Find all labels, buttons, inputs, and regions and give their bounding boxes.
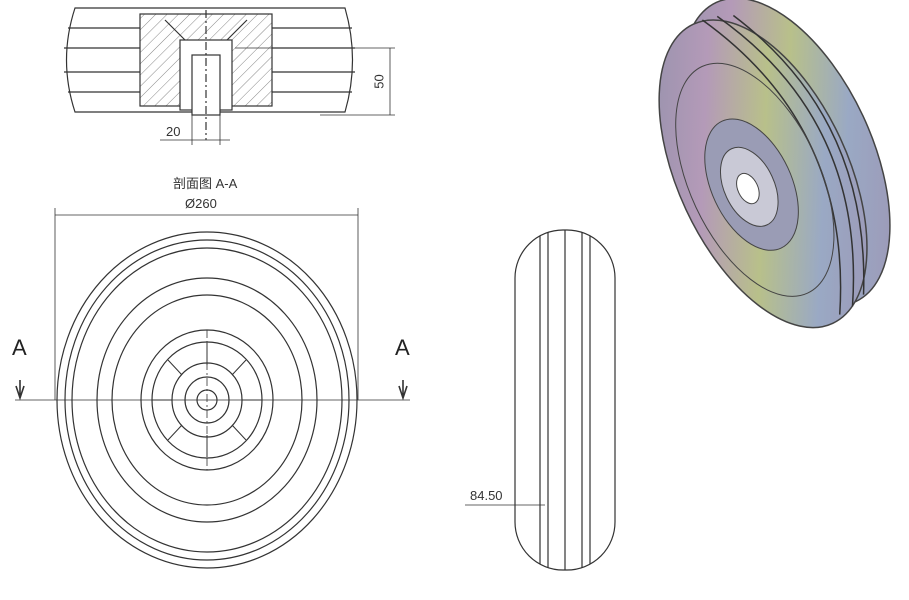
height-dimension: 50	[371, 74, 387, 89]
wheel-3d-render	[658, 0, 891, 329]
section-title: 剖面图 A-A	[173, 176, 238, 191]
side-view	[465, 229, 616, 571]
tread-width-dimension: 84.50	[470, 488, 503, 503]
hub-width-dimension: 20	[166, 124, 181, 139]
section-mark-left: A	[12, 335, 27, 360]
front-view	[15, 208, 410, 569]
diameter-dimension: Ø260	[185, 196, 217, 211]
section-mark-right: A	[395, 335, 410, 360]
section-view	[64, 7, 395, 145]
